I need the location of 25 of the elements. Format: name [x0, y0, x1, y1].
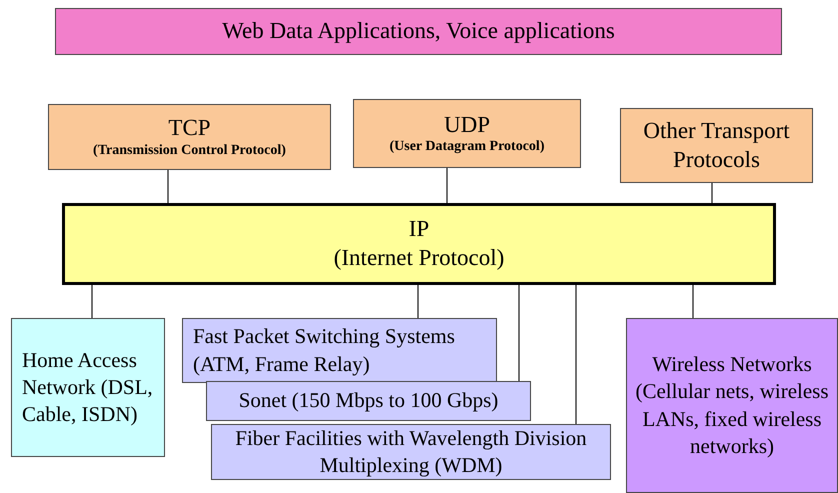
layer-box — [626, 318, 838, 493]
layer-box — [48, 104, 331, 170]
connector-line — [692, 284, 694, 318]
layer-box — [55, 8, 782, 55]
layer-label: Wireless Networks (Cellular nets, wireless LANs, fixed wireless networks) — [634, 350, 830, 460]
layer-label: Sonet (150 Mbps to 100 Gbps) — [238, 387, 500, 414]
layer-label: IP — [408, 215, 430, 244]
layer-box — [206, 381, 531, 421]
layer-label: Fast Packet Switching Systems (ATM, Frame Relay) — [193, 323, 456, 378]
layer-label: TCP — [167, 114, 212, 142]
layer-subtitle: (User Datagram Protocol) — [388, 139, 546, 156]
layer-box — [620, 108, 813, 183]
layer-box — [182, 318, 497, 383]
layer-label: Fiber Facilities with Wavelength Division Multiplexing (WDM) — [234, 424, 588, 479]
layer-label: Web Data Applications, Voice applications — [221, 17, 616, 46]
layer-label: UDP — [442, 110, 491, 139]
layer-subtitle: (Transmission Control Protocol) — [92, 142, 287, 160]
layer-box — [11, 318, 165, 457]
connector-line — [446, 168, 448, 204]
layer-label: Other Transport Protocols — [642, 116, 791, 174]
layer-box — [62, 203, 776, 285]
layer-label: Home Access Network (DSL, Cable, ISDN) — [22, 346, 154, 428]
connector-line — [518, 284, 520, 382]
layer-subtitle: (Internet Protocol) — [332, 244, 506, 272]
layer-box — [353, 99, 581, 168]
